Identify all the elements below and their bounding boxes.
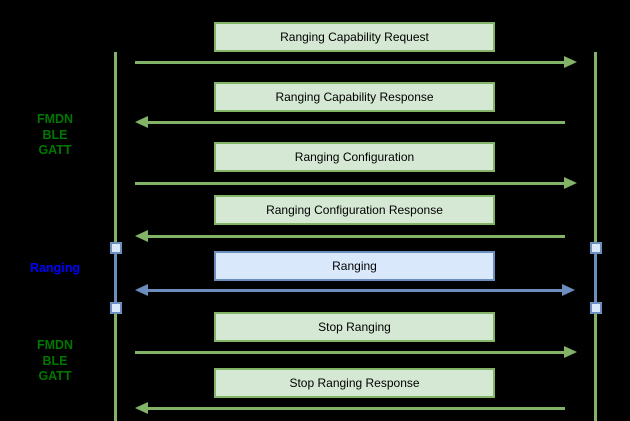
message-label: Stop Ranging Response bbox=[289, 376, 420, 390]
arrow-shaft bbox=[135, 350, 565, 354]
arrow-shaft bbox=[147, 406, 565, 410]
section-label-line: BLE bbox=[42, 127, 68, 142]
arrowhead-right-icon bbox=[564, 177, 577, 189]
message-arrow-bidirectional bbox=[135, 284, 575, 296]
arrowhead-right-icon bbox=[564, 56, 577, 68]
message-label: Stop Ranging bbox=[318, 320, 391, 334]
message-arrow-left bbox=[135, 402, 565, 414]
message-box: Ranging Capability Response bbox=[214, 82, 495, 112]
arrowhead-right-icon bbox=[564, 346, 577, 358]
lifeline-right-ranging bbox=[594, 248, 597, 308]
lifeline-right-gatt-bottom bbox=[594, 308, 597, 421]
arrowhead-left-icon bbox=[135, 116, 148, 128]
section-label-line: BLE bbox=[42, 353, 68, 368]
activation-marker bbox=[109, 302, 122, 314]
arrowhead-left-icon bbox=[135, 402, 148, 414]
section-label-line: Ranging bbox=[30, 261, 80, 275]
lifeline-left-gatt-top bbox=[114, 52, 117, 248]
arrow-shaft bbox=[147, 120, 565, 124]
section-label-line: FMDN bbox=[36, 338, 74, 352]
message-arrow-left bbox=[135, 116, 565, 128]
message-box: Ranging Configuration Response bbox=[214, 195, 495, 225]
message-box: Stop Ranging Response bbox=[214, 368, 495, 398]
message-box: Ranging Capability Request bbox=[214, 22, 495, 52]
arrowhead-left-icon bbox=[135, 230, 148, 242]
activation-marker bbox=[589, 302, 602, 314]
section-label-fmdn-ble-gatt-top: FMDN BLE GATT bbox=[15, 112, 95, 159]
message-label: Ranging bbox=[332, 259, 377, 273]
message-arrow-right bbox=[135, 177, 577, 189]
activation-marker bbox=[589, 242, 602, 254]
message-label: Ranging Configuration Response bbox=[266, 203, 443, 217]
section-label-ranging: Ranging bbox=[15, 261, 95, 277]
arrow-shaft bbox=[135, 60, 565, 64]
message-label: Ranging Configuration bbox=[294, 150, 415, 164]
message-arrow-left bbox=[135, 230, 565, 242]
section-label-fmdn-ble-gatt-bottom: FMDN BLE GATT bbox=[15, 338, 95, 385]
arrow-shaft bbox=[135, 181, 565, 185]
arrowhead-left-icon bbox=[135, 284, 148, 296]
message-label: Ranging Capability Request bbox=[280, 30, 429, 44]
arrow-shaft bbox=[147, 288, 563, 292]
arrow-shaft bbox=[147, 234, 565, 238]
lifeline-left-ranging bbox=[114, 248, 117, 308]
message-arrow-right bbox=[135, 56, 577, 68]
message-box: Stop Ranging bbox=[214, 312, 495, 342]
message-box: Ranging bbox=[214, 251, 495, 281]
message-box: Ranging Configuration bbox=[214, 142, 495, 172]
lifeline-right-gatt-top bbox=[594, 52, 597, 248]
lifeline-left-gatt-bottom bbox=[114, 308, 117, 421]
activation-marker bbox=[109, 242, 122, 254]
section-label-line: FMDN bbox=[36, 112, 74, 126]
message-label: Ranging Capability Response bbox=[275, 90, 434, 104]
arrowhead-right-icon bbox=[562, 284, 575, 296]
section-label-line: GATT bbox=[38, 369, 72, 383]
section-label-line: GATT bbox=[38, 143, 72, 157]
message-arrow-right bbox=[135, 346, 577, 358]
